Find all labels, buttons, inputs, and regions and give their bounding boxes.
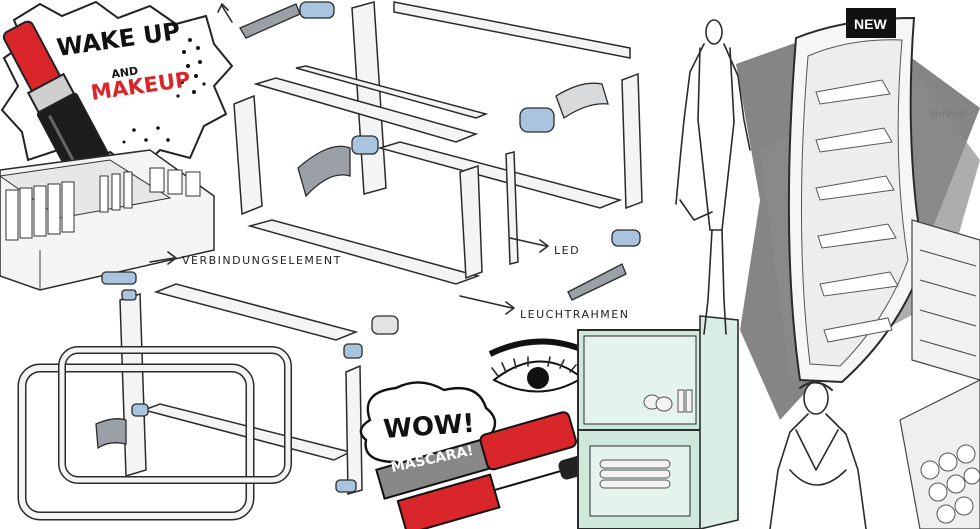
wow-mascara-comic: WOW! MASCARA! <box>359 338 590 529</box>
wow-text: WOW! <box>382 409 475 445</box>
label-light-frame: LEUCHTRAHMEN <box>459 295 629 321</box>
connector-label: VERBINDUNGSELEMENT <box>182 254 342 267</box>
light-frame-label: LEUCHTRAHMEN <box>520 308 629 321</box>
module-note: Module <box>929 107 966 121</box>
curved-display-unit: NEW Module <box>736 8 980 420</box>
fashion-figure-top <box>675 19 751 335</box>
fashion-figure-bottom <box>769 381 867 529</box>
wake-up-comic: WAKE UP AND MAKEUP <box>0 0 234 184</box>
arrow-icon <box>217 3 233 23</box>
led-label: LED <box>554 244 580 257</box>
label-led: LED <box>509 237 580 257</box>
exploded-module-upper <box>233 1 643 301</box>
exploded-module-lower <box>17 271 399 521</box>
wake-line2: AND <box>111 64 139 81</box>
new-badge-text: NEW <box>854 16 887 32</box>
glass-display-cabinet <box>577 315 739 529</box>
cosmetics-shelf-sketch <box>0 149 215 291</box>
halftone-dots <box>122 38 206 144</box>
new-badge <box>846 8 896 38</box>
label-connector: VERBINDUNGSELEMENT <box>149 251 342 267</box>
eye-icon <box>488 338 590 393</box>
right-shelf-sketch <box>899 219 980 529</box>
